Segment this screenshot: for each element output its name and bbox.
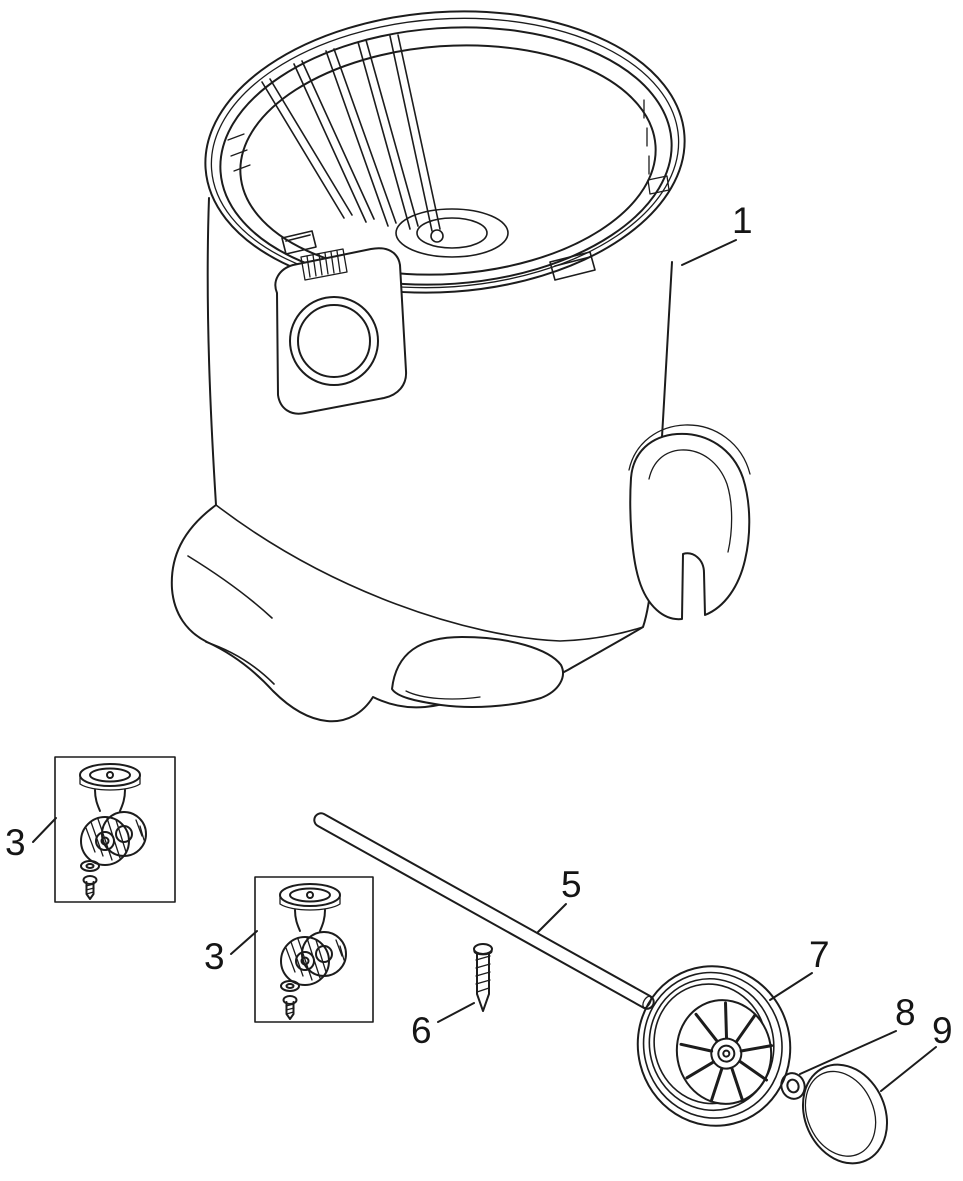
- wheel-drawing: [636, 965, 792, 1127]
- axle-rod-drawing: [313, 812, 655, 1010]
- caster-box-right: [254, 876, 374, 1023]
- handle-plate: [274, 247, 408, 415]
- leader-5: [537, 903, 567, 933]
- screw-drawing: [473, 943, 493, 1012]
- leader-8: [799, 1030, 897, 1075]
- callout-label-wheel: 7: [809, 934, 830, 975]
- container-tank-drawing: [170, 10, 751, 723]
- leader-lines: [32, 239, 937, 1092]
- callout-label-container: 1: [732, 200, 753, 241]
- callout-label-washer: 8: [895, 992, 916, 1033]
- callout-label-hubcap: 9: [932, 1010, 953, 1051]
- leader-6: [437, 1002, 475, 1023]
- callout-label-axle: 5: [561, 864, 582, 905]
- leader-3b: [230, 930, 258, 955]
- washer-drawing: [780, 1072, 806, 1100]
- leader-9: [880, 1046, 937, 1092]
- callout-label-caster-left: 3: [5, 822, 26, 863]
- leader-3a: [32, 817, 57, 843]
- caster-box-left: [54, 756, 176, 903]
- leader-7: [769, 972, 813, 1001]
- callout-label-caster-right: 3: [204, 936, 225, 977]
- interior-ribs: [261, 34, 441, 232]
- callout-label-screw: 6: [411, 1010, 432, 1051]
- hubcap-drawing: [801, 1063, 889, 1165]
- leader-1: [681, 239, 737, 266]
- wheel-pocket: [628, 424, 751, 621]
